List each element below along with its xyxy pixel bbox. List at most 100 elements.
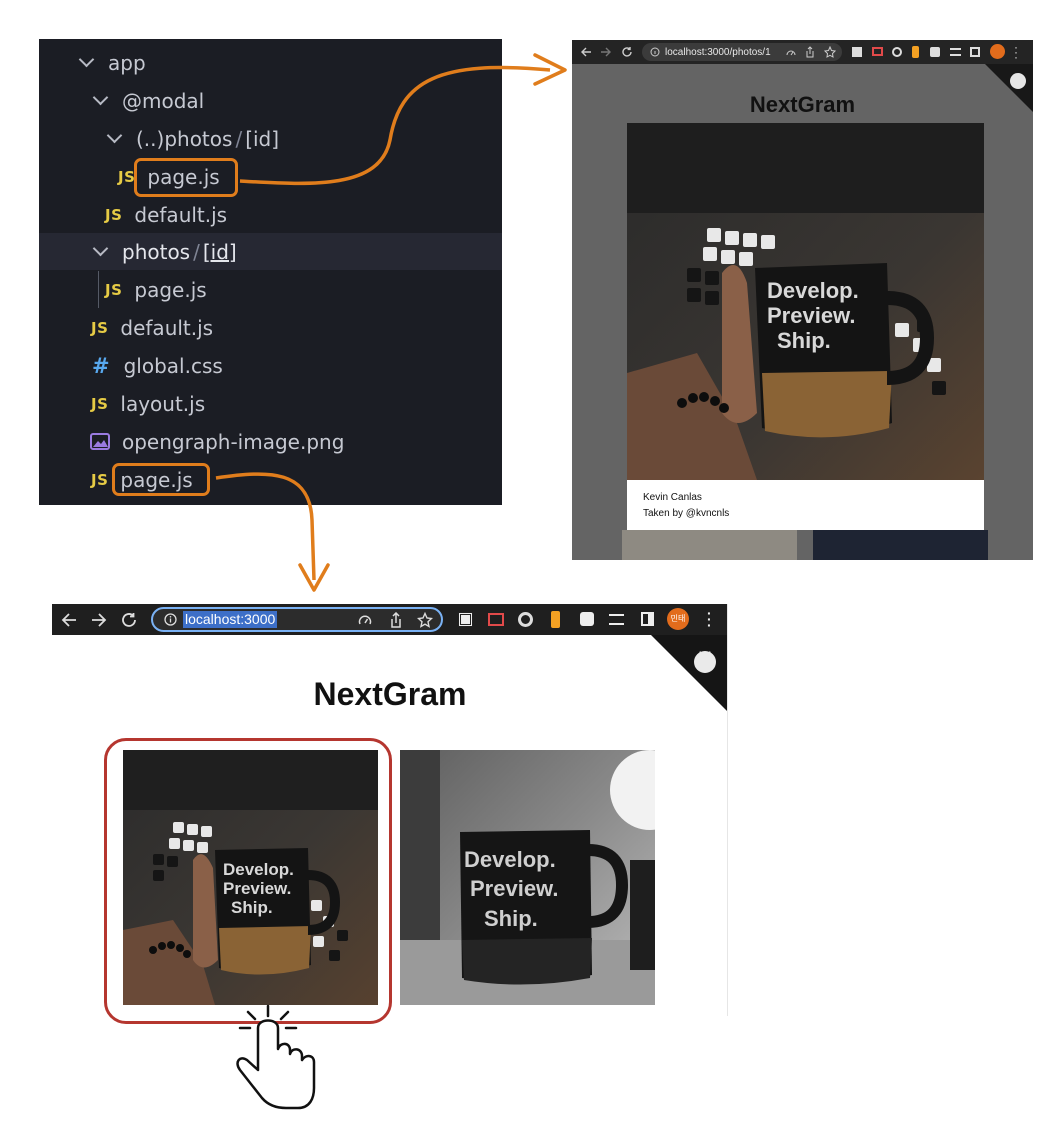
bing-icon[interactable] xyxy=(912,46,919,58)
speed-icon[interactable] xyxy=(786,47,796,57)
picture-in-picture-icon[interactable] xyxy=(872,47,883,56)
photo-credit: Taken by @kvncnls xyxy=(643,508,730,519)
tap-lines-icon xyxy=(238,1004,298,1030)
tree-label: @modal xyxy=(122,88,205,113)
github-icon xyxy=(694,651,716,673)
root-page-highlight xyxy=(112,463,210,496)
profile-avatar[interactable] xyxy=(990,44,1005,59)
indent-guide xyxy=(98,271,99,308)
mug-text-line: Preview. xyxy=(767,303,855,328)
tree-label: page.js xyxy=(134,277,207,302)
reload-icon[interactable] xyxy=(621,46,633,58)
tree-label: (..)photos xyxy=(136,126,233,151)
side-panel-icon[interactable] xyxy=(970,47,980,57)
js-file-icon: JS xyxy=(105,280,123,299)
tree-label: default.js xyxy=(134,202,228,227)
css-file-icon: # xyxy=(92,353,110,378)
background-thumbnail xyxy=(622,530,797,560)
mug-text-line: Develop. xyxy=(464,847,556,872)
info-icon xyxy=(650,47,660,57)
browser-toolbar: localhost:3000 민태 ··· xyxy=(52,604,727,635)
js-file-icon: JS xyxy=(105,205,123,224)
extensions-icon[interactable] xyxy=(930,47,940,57)
tree-item-modal-default-js[interactable]: JS default.js xyxy=(39,196,502,233)
browser-toolbar: localhost:3000/photos/1 ··· xyxy=(572,40,1033,64)
star-icon[interactable] xyxy=(417,612,433,628)
side-panel-icon[interactable] xyxy=(641,612,654,626)
capture-icon[interactable] xyxy=(892,47,902,57)
tree-item-app[interactable]: app xyxy=(39,44,502,81)
url-text[interactable]: localhost:3000 xyxy=(183,611,278,628)
path-separator: / xyxy=(193,239,200,264)
tree-label: [id] xyxy=(202,239,237,264)
profile-avatar[interactable]: 민태 xyxy=(667,608,689,630)
js-file-icon: JS xyxy=(91,470,109,489)
forward-arrow-icon[interactable] xyxy=(91,612,107,628)
speed-icon[interactable] xyxy=(358,613,372,627)
address-bar[interactable]: localhost:3000/photos/1 xyxy=(642,43,842,61)
tree-item-intercept-photos[interactable]: (..)photos / [id] xyxy=(39,120,502,157)
mug-text-line: Ship. xyxy=(484,906,538,931)
arrow-to-home xyxy=(215,472,316,581)
reload-icon[interactable] xyxy=(121,612,137,628)
media-queue-icon[interactable] xyxy=(950,48,961,56)
star-icon[interactable] xyxy=(824,46,836,58)
capture-icon[interactable] xyxy=(518,612,533,627)
share-icon[interactable] xyxy=(805,46,815,58)
page-title: NextGram xyxy=(313,676,467,712)
js-file-icon: JS xyxy=(91,318,109,337)
qr-code-icon[interactable] xyxy=(852,47,862,57)
tree-label: default.js xyxy=(120,315,214,340)
share-icon[interactable] xyxy=(389,612,403,628)
media-queue-icon[interactable] xyxy=(609,614,624,625)
more-menu-icon[interactable]: ··· xyxy=(707,605,712,633)
tree-label: [id] xyxy=(245,126,280,151)
picture-in-picture-icon[interactable] xyxy=(488,613,504,626)
back-arrow-icon[interactable] xyxy=(61,612,77,628)
background-thumbnail xyxy=(813,530,988,560)
tree-label: page.js xyxy=(120,467,193,492)
tree-item-photos[interactable]: photos / [id] xyxy=(39,233,502,270)
mug-text-line: Ship. xyxy=(777,328,831,353)
tree-item-modal[interactable]: @modal xyxy=(39,82,502,119)
more-menu-icon[interactable]: ··· xyxy=(1014,40,1018,64)
tree-label: photos xyxy=(122,239,191,264)
js-file-icon: JS xyxy=(91,394,109,413)
arrowhead xyxy=(298,563,330,592)
tree-item-page-js[interactable]: JS page.js xyxy=(39,461,502,498)
mug-text-line: Preview. xyxy=(470,876,558,901)
github-corner[interactable] xyxy=(651,635,727,711)
photo-thumbnail[interactable]: Develop. Preview. Ship. xyxy=(123,750,378,1005)
bing-icon[interactable] xyxy=(551,611,560,628)
tree-item-layout-js[interactable]: JS layout.js xyxy=(39,385,502,422)
photo-caption: Kevin Canlas Taken by @kvncnls xyxy=(627,480,984,530)
mug-text-line: Develop. xyxy=(767,278,859,303)
mug-text-line: Ship. xyxy=(231,898,273,917)
qr-code-icon[interactable] xyxy=(458,612,473,627)
arrowhead xyxy=(533,53,567,86)
tree-item-opengraph-image[interactable]: opengraph-image.png xyxy=(39,423,502,460)
tree-item-default-js[interactable]: JS default.js xyxy=(39,309,502,346)
modal-browser-window: localhost:3000/photos/1 ··· NextGram xyxy=(572,40,1033,560)
github-corner[interactable] xyxy=(985,64,1033,112)
mug-text-line: Develop. xyxy=(223,860,294,879)
click-target-highlight xyxy=(104,738,392,1024)
tree-item-photos-page-js[interactable]: JS page.js xyxy=(39,271,502,308)
photo-thumbnail[interactable]: Develop. Preview. Ship. xyxy=(400,750,655,1005)
tree-label: global.css xyxy=(123,353,223,378)
back-arrow-icon[interactable] xyxy=(580,46,592,58)
tree-item-modal-page-js[interactable]: JS page.js xyxy=(39,158,502,195)
modal-photo[interactable]: Develop. Preview. Ship. xyxy=(627,123,984,480)
url-text: localhost:3000/photos/1 xyxy=(665,46,771,58)
photographer-name: Kevin Canlas xyxy=(643,492,702,503)
mug-text-line: Preview. xyxy=(223,879,291,898)
js-file-icon: JS xyxy=(118,167,136,186)
file-explorer: app @modal (..)photos / [id] JS page.js … xyxy=(39,39,502,505)
tree-label: opengraph-image.png xyxy=(122,429,345,454)
forward-arrow-icon[interactable] xyxy=(600,46,612,58)
address-bar[interactable]: localhost:3000 xyxy=(151,607,443,632)
extensions-icon[interactable] xyxy=(580,612,594,626)
arrow-to-modal xyxy=(239,65,551,186)
tree-item-global-css[interactable]: # global.css xyxy=(39,347,502,384)
